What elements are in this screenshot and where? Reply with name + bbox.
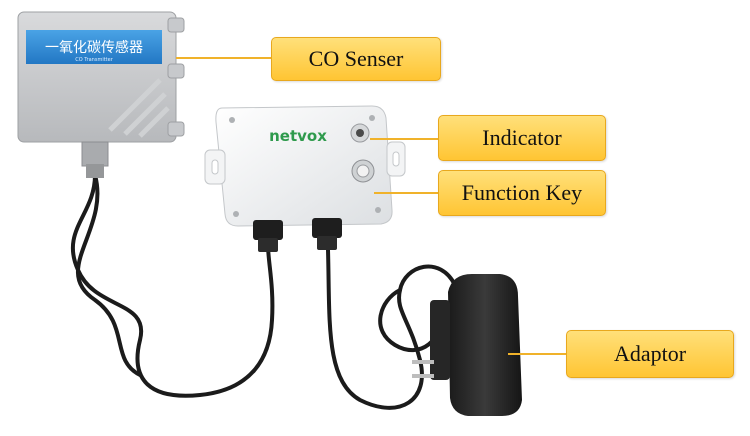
- function-key-leader: [374, 192, 440, 194]
- callout-co-sensor: CO Senser: [271, 37, 441, 81]
- cable-gland-left: [253, 220, 283, 252]
- netvox-brand-logo: netvox: [269, 127, 327, 145]
- power-adaptor: [412, 274, 522, 416]
- co-sensor-label-plate: [26, 30, 162, 64]
- callout-function-key-text: Function Key: [461, 180, 583, 205]
- callout-co-sensor-text: CO Senser: [308, 46, 404, 71]
- cable-gland-right: [312, 218, 342, 250]
- co-sensor-label-cn: 一氧化碳传感器: [45, 39, 143, 56]
- adaptor-leader: [508, 353, 568, 355]
- callout-indicator-text: Indicator: [482, 125, 562, 150]
- indicator-leader: [370, 138, 440, 140]
- function-key-button[interactable]: [351, 159, 375, 183]
- netvox-device: netvox: [204, 105, 406, 252]
- sensor-cable: [71, 173, 275, 398]
- callout-function-key: Function Key: [438, 170, 606, 216]
- co-sensor-label-en: CO Transmitter: [75, 57, 113, 63]
- callout-indicator: Indicator: [438, 115, 606, 161]
- co-sensor-device: 一氧化碳传感器 CO Transmitter: [17, 11, 185, 178]
- co-sensor-leader: [176, 57, 272, 59]
- indicator-light: [350, 123, 370, 143]
- callout-adaptor: Adaptor: [566, 330, 734, 378]
- callout-adaptor-text: Adaptor: [613, 341, 687, 366]
